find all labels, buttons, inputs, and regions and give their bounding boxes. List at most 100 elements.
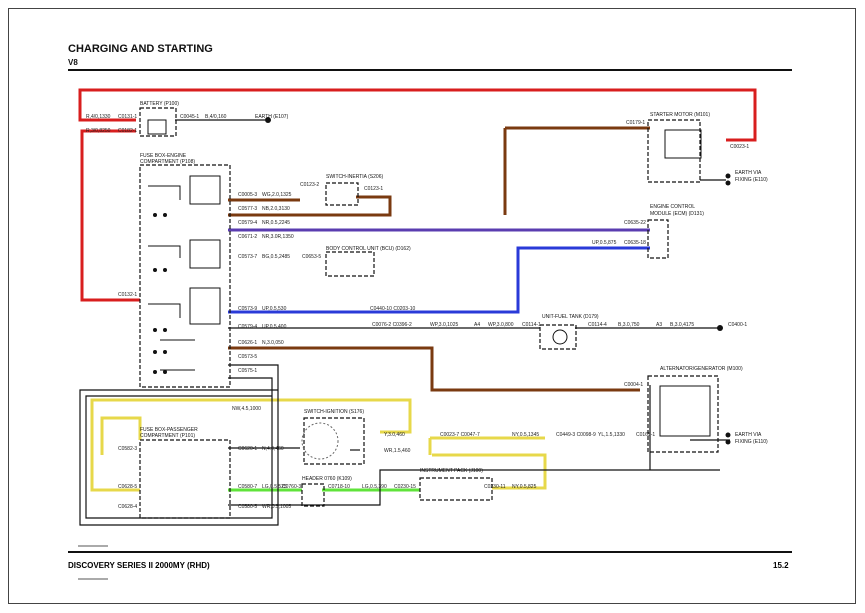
wire-label: UP,0.5,400 [262,324,287,330]
fuse-glyphs [153,117,731,445]
wire-label: NY,0.5,1345 [512,432,539,438]
connector-label: C0580-5 [238,504,257,510]
wire-label: WR,1.5,460 [384,448,411,454]
connector-label: C0004-1 [624,382,643,388]
starter-label: STARTER MOTOR (M101) [650,112,710,118]
top-rule [68,69,792,71]
connector-label: C0573-9 [238,306,257,312]
alternator-label: ALTERNATOR/GENERATOR (M100) [660,366,743,372]
wire-label: R,4/0,1330 [86,114,111,120]
connector-label: C0230-11 [484,484,506,490]
connector-label: C0579-4 [238,324,257,330]
connector-label: C0045-1 [180,114,199,120]
wire-label: NR,3.0R,1350 [262,234,294,240]
grey-mark [78,578,108,580]
connector-label: C0573-5 [238,354,257,360]
page-subtitle: V8 [68,58,78,67]
connector-label: C0635-22 [624,220,646,226]
connector-label: C0123-1 [364,186,383,192]
red-wires [78,88,757,302]
instrument-pack-outline [419,477,493,501]
splice-label: A3 [656,322,662,328]
component-outlines [139,107,719,519]
connector-label: C0718-10 [328,484,350,490]
connector-label: C0114-4 [588,322,607,328]
wire-label: WG,2.0,1325 [262,192,292,198]
splice-label: A4 [474,322,480,328]
fusebox-pass-line2: COMPARTMENT (P101) [140,433,195,439]
connector-label: C0132-1 [118,292,137,298]
fusebox-engine-line2: COMPARTMENT (P108) [140,159,195,165]
earth-e110a-line2: FIXING (E110) [735,177,768,183]
connector-label: C0123-2 [300,182,319,188]
connector-label: C0620-1 [238,446,257,452]
connector-label: C0626-1 [238,340,257,346]
wire-label: B,3.0,4175 [670,322,694,328]
wire-label: WP,3.0,1025 [430,322,458,328]
bcu-label: BODY CONTROL UNIT (BCU) (D162) [326,246,411,252]
fuel-tank-label: UNIT-FUEL TANK (D179) [542,314,599,320]
connector-label: C0628-5 [118,484,137,490]
wire-label: Y,3.0,460 [384,432,405,438]
earth-e110b-line2: FIXING (E110) [735,439,768,445]
wire-label: B,4/0,160 [205,114,227,120]
wire-label: YL,1.5,1330 [598,432,625,438]
wire-label: LG,0.5,390 [362,484,387,490]
header-outline [301,483,325,507]
wire-label: LG,0.5,525 [262,484,287,490]
connector-label: C0440-10 C0203-10 [370,306,416,312]
connector-label: C0023-1 [730,144,749,150]
bottom-rule [68,551,792,553]
footer-model: DISCOVERY SERIES II 2000MY (RHD) [68,561,210,570]
earth-e110a-line1: EARTH VIA [735,170,762,176]
battery-outline [139,107,177,137]
connector-label: C0400-1 [728,322,747,328]
connector-label: C0005-3 [238,192,257,198]
wire-label: NR,0.5,2245 [262,220,290,226]
connector-label: C0579-4 [238,220,257,226]
starter-motor-outline [647,119,701,183]
wire-label: NW,4.5,1000 [232,406,261,412]
header-label: HEADER 0760 (K109) [302,476,352,482]
connector-label: C0230-15 [394,484,416,490]
connector-label: C0580-7 [238,484,257,490]
blue-wires [228,246,650,314]
earth-e110b-line1: EARTH VIA [735,432,762,438]
connector-label: C0628-4 [118,504,137,510]
switch-inertia-label: SWITCH-INERTIA (S206) [326,174,383,180]
battery-label: BATTERY (P100) [140,101,179,107]
wire-label: UP,0.5,530 [262,306,287,312]
connector-label: C0760-3 [282,484,301,490]
diagram-frame [8,8,856,604]
connector-label: C0671-2 [238,234,257,240]
ecm-line1: ENGINE CONTROL [650,204,695,210]
ecm-outline [647,219,669,259]
wire-label: BG,0.5,2485 [262,254,290,260]
wire-label: N,4.0,460 [262,446,284,452]
wire-label: WP,3.0,800 [488,322,514,328]
connector-label: C0114-1 [522,322,541,328]
relay-boxes [147,119,711,460]
instrument-pack-label: INSTRUMENT PACK (J100) [420,468,483,474]
bcu-outline [325,251,375,277]
footer-page-number: 15.2 [773,561,789,570]
connector-label: C0573-7 [238,254,257,260]
wire-label: NY,0.5,825 [512,484,537,490]
page-title: CHARGING AND STARTING [68,43,213,55]
wire-label: N,3.0,050 [262,340,284,346]
grey-mark [78,545,108,547]
connector-label: C0577-3 [238,206,257,212]
fusebox-engine-outline [139,164,231,388]
ignition-switch-outline [303,417,365,465]
connector-label: C0635-18 [624,240,646,246]
alternator-outline [647,375,719,453]
connector-label: C0182-1 [118,128,137,134]
connector-label: C0449-3 C0098-9 [556,432,596,438]
fusebox-passenger-outline [139,439,231,519]
wire-label: WR,0.5,1005 [262,504,291,510]
wire-label: R,3/0,8250 [86,128,111,134]
connector-label: C0179-1 [626,120,645,126]
switch-ignition-label: SWITCH-IGNITION (S176) [304,409,364,415]
wire-label: B,3.0,750 [618,322,640,328]
